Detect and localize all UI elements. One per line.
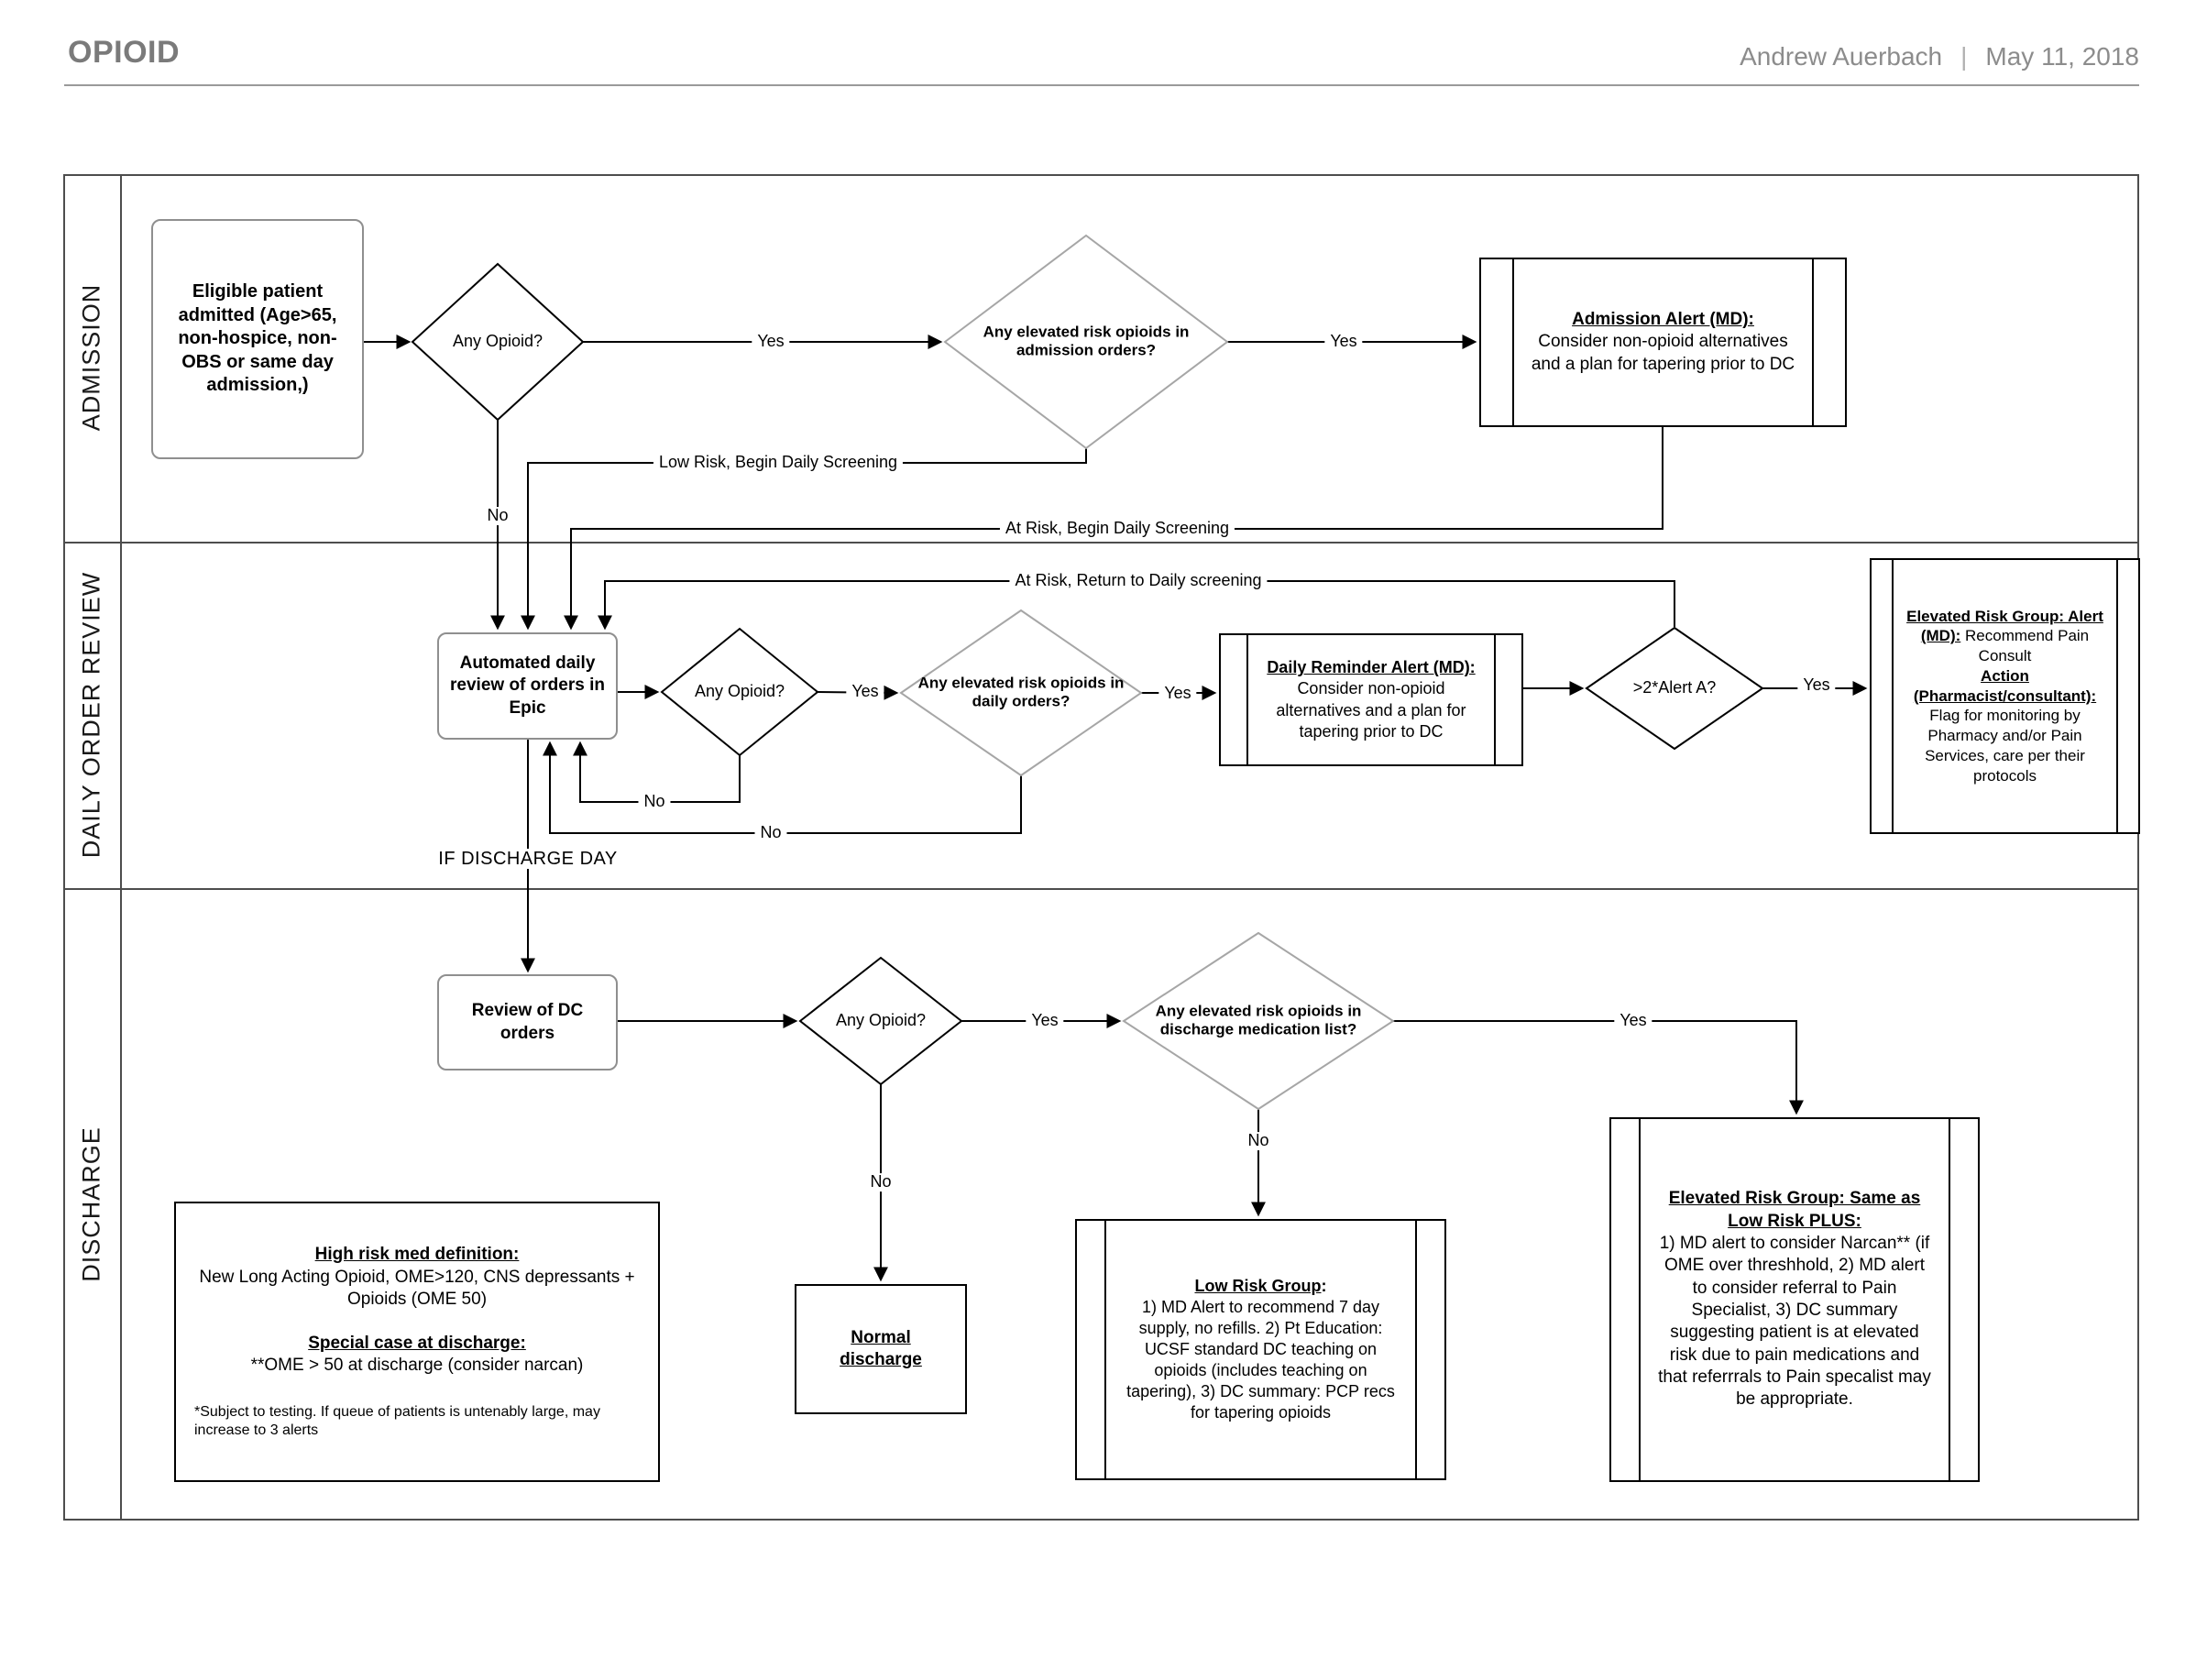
alert-a-text: >2*Alert A? (1632, 678, 1717, 697)
high-risk-body: New Long Acting Opioid, OME>120, CNS dep… (199, 1267, 635, 1309)
edge-label-yes: Yes (1158, 684, 1197, 703)
edge-label-if-discharge-day: IF DISCHARGE DAY (433, 849, 623, 869)
edge-label-yes: Yes (1026, 1011, 1064, 1030)
decision-any-opioid-admission (411, 262, 585, 422)
any-opioid-discharge-text: Any Opioid? (835, 1011, 927, 1030)
decision-any-opioid-discharge (798, 956, 963, 1086)
decision-elevated-risk-discharge (1122, 931, 1395, 1111)
proc-bar-left (1639, 1119, 1641, 1480)
admission-alert-body: Consider non-opioid alternatives and a p… (1531, 332, 1795, 374)
edge-label-no: No (754, 823, 787, 842)
admission-alert-title: Admission Alert (MD): (1572, 310, 1754, 330)
special-case-title: Special case at discharge: (308, 1334, 526, 1354)
daily-reminder-title: Daily Reminder Alert (MD): (1267, 658, 1476, 677)
edge-label-yes: Yes (1324, 332, 1363, 351)
edge-label-yes: Yes (1614, 1011, 1652, 1030)
header-rule (64, 84, 2139, 86)
high-risk-definition-box: High risk med definition: New Long Actin… (174, 1202, 660, 1482)
eligible-patient-text: Eligible patient admitted (Age>65, non-h… (178, 281, 337, 396)
proc-bar-left (1512, 259, 1514, 425)
low-risk-group-body: 1) MD Alert to recommend 7 day supply, n… (1126, 1297, 1395, 1422)
proc-bar-right (2116, 560, 2118, 832)
edge-label-no: No (481, 506, 514, 525)
elevated-risk-group-daily-box: Elevated Risk Group: Alert (MD): Recomme… (1870, 558, 2140, 834)
edge-label-low-risk-screening: Low Risk, Begin Daily Screening (653, 453, 904, 472)
proc-bar-left (1892, 560, 1894, 832)
proc-bar-left (1246, 635, 1248, 764)
edge-label-no: No (1242, 1131, 1275, 1150)
decision-alert-a (1585, 626, 1764, 751)
daily-reminder-body: Consider non-opioid alternatives and a p… (1276, 679, 1466, 741)
review-dc-orders-text: Review of DC orders (471, 1001, 584, 1043)
edge-label-yes: Yes (846, 682, 884, 701)
elevated-risk-daily-text: Any elevated risk opioids in daily order… (917, 674, 1125, 710)
edge-label-no: No (638, 792, 671, 811)
high-risk-title: High risk med definition: (314, 1245, 520, 1265)
edge-label-no: No (864, 1172, 897, 1191)
proc-bar-left (1104, 1221, 1106, 1478)
arrow-elevated-discharge-yes (1393, 1020, 1804, 1115)
low-risk-group-box: Low Risk Group: 1) MD Alert to recommend… (1075, 1219, 1446, 1480)
edge-label-yes: Yes (1797, 675, 1836, 695)
elevated-group-daily-recommend: Recommend Pain Consult (1965, 627, 2090, 665)
eligible-patient-box: Eligible patient admitted (Age>65, non-h… (151, 219, 364, 459)
low-risk-group-title: Low Risk Group (1194, 1276, 1322, 1295)
any-opioid-admission-text: Any Opioid? (452, 332, 544, 351)
proc-bar-right (1415, 1221, 1417, 1478)
elevated-group-daily-action-title: Action (Pharmacist/consultant): (1913, 666, 2097, 705)
page-title: OPIOID (68, 35, 181, 70)
decision-elevated-risk-admission (943, 234, 1229, 450)
normal-discharge-box: Normal discharge (795, 1284, 967, 1414)
low-risk-group-colon: : (1321, 1276, 1327, 1295)
elevated-group-daily-title: Elevated Risk Group: Alert (MD): (1906, 607, 2103, 645)
daily-reminder-alert-box: Daily Reminder Alert (MD): Consider non-… (1219, 633, 1523, 766)
edge-label-yes: Yes (752, 332, 790, 351)
elevated-risk-admission-text: Any elevated risk opioids in admission o… (983, 323, 1190, 359)
automated-review-text: Automated daily review of orders in Epic (450, 653, 605, 718)
special-case-body: **OME > 50 at discharge (consider narcan… (250, 1356, 584, 1376)
document-date: May 11, 2018 (1985, 42, 2139, 71)
normal-discharge-text: Normal discharge (840, 1327, 922, 1369)
decision-any-opioid-daily (660, 627, 819, 757)
automated-review-box: Automated daily review of orders in Epic (437, 632, 618, 740)
admission-alert-box: Admission Alert (MD): Consider non-opioi… (1479, 258, 1847, 427)
lane-divider-admission-daily (63, 542, 2139, 544)
decision-elevated-risk-daily (899, 609, 1143, 777)
proc-bar-right (1949, 1119, 1950, 1480)
header-separator: | (1960, 42, 1968, 71)
elevated-group-daily-action-body: Flag for monitoring by Pharmacy and/or P… (1925, 707, 2085, 785)
lane-divider-daily-discharge (63, 888, 2139, 890)
elevated-risk-discharge-text: Any elevated risk opioids in discharge m… (1155, 1002, 1362, 1038)
arrow-low-risk-screening (521, 448, 1087, 631)
review-dc-orders-box: Review of DC orders (437, 974, 618, 1071)
proc-bar-right (1494, 635, 1496, 764)
author-name: Andrew Auerbach (1740, 42, 1943, 71)
footnote-text: *Subject to testing. If queue of patient… (194, 1403, 600, 1438)
header-meta: Andrew Auerbach | May 11, 2018 (1740, 42, 2139, 71)
any-opioid-daily-text: Any Opioid? (694, 682, 785, 701)
elevated-group-discharge-body: 1) MD alert to consider Narcan** (if OME… (1658, 1234, 1931, 1410)
elevated-risk-group-discharge-box: Elevated Risk Group: Same as Low Risk PL… (1609, 1117, 1980, 1482)
elevated-group-discharge-title: Elevated Risk Group: Same as Low Risk PL… (1668, 1189, 1921, 1231)
edge-label-return-daily-screening: At Risk, Return to Daily screening (1009, 571, 1268, 590)
arrow-elevated-daily-no-loop (543, 741, 1022, 834)
edge-label-at-risk-screening: At Risk, Begin Daily Screening (999, 519, 1235, 538)
lane-label-divider (120, 174, 122, 1521)
proc-bar-right (1812, 259, 1814, 425)
